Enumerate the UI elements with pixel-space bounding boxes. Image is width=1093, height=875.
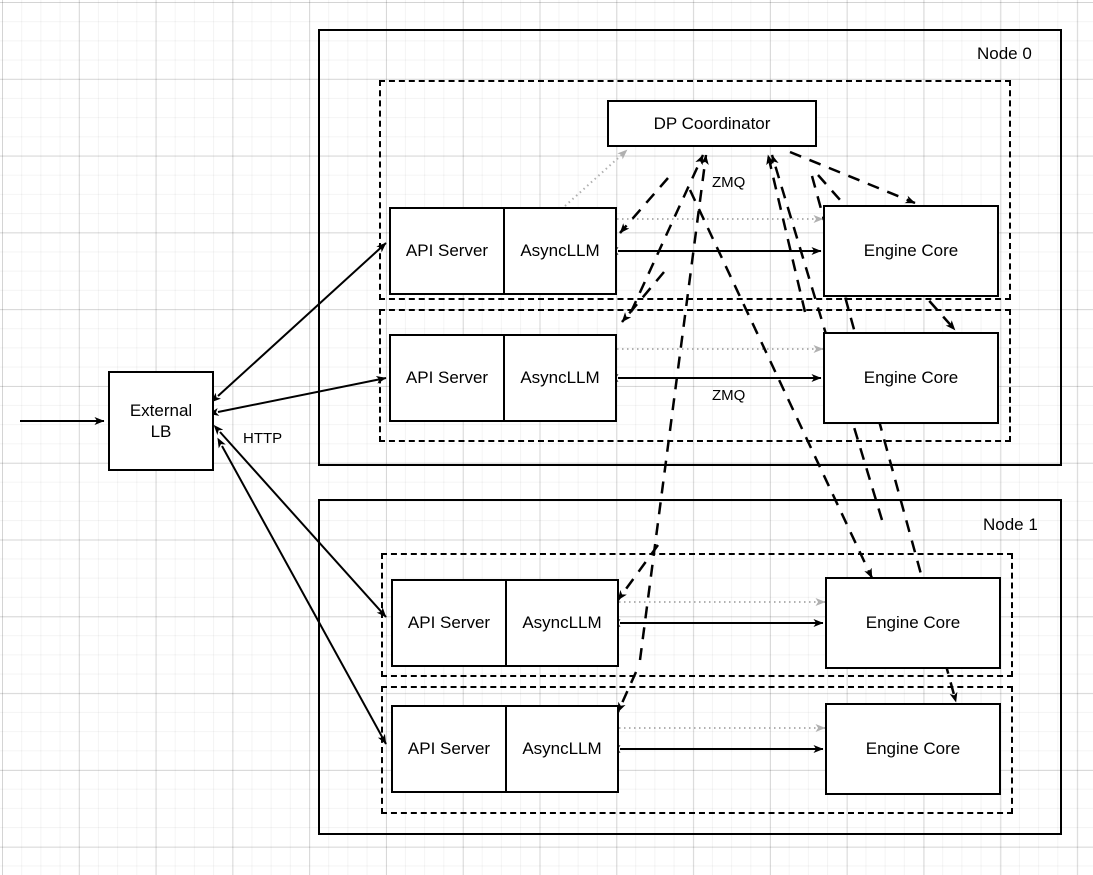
api-async-unit-1[interactable]: API Server AsyncLLM (389, 334, 617, 422)
engine-core-box-1[interactable]: Engine Core (823, 332, 999, 424)
engine-group-3 (381, 686, 1013, 814)
node-0-label: Node 0 (977, 44, 1032, 63)
engine-core-box-3[interactable]: Engine Core (825, 703, 1001, 795)
api-async-unit-3[interactable]: API Server AsyncLLM (391, 705, 619, 793)
api-async-unit-2[interactable]: API Server AsyncLLM (391, 579, 619, 667)
engine-core-label-0: Engine Core (863, 241, 959, 261)
async-llm-label-0: AsyncLLM (503, 209, 615, 293)
http-edge-label: HTTP (243, 430, 283, 447)
api-async-unit-0[interactable]: API Server AsyncLLM (389, 207, 617, 295)
api-server-label-2: API Server (407, 613, 491, 632)
dp-coordinator-box[interactable]: DP Coordinator (607, 100, 817, 147)
external-lb-box[interactable]: External LB (108, 371, 214, 471)
api-server-label-0: API Server (405, 241, 489, 260)
engine-core-label-2: Engine Core (865, 613, 961, 633)
api-server-label-3: API Server (407, 739, 491, 758)
node-0-container (318, 29, 1062, 466)
dp-coordinator-label: DP Coordinator (653, 113, 771, 133)
external-lb-label: External LB (129, 400, 193, 441)
engine-core-label-1: Engine Core (863, 368, 959, 388)
zmq-label-second: ZMQ (712, 387, 746, 404)
zmq-label-top: ZMQ (712, 174, 746, 191)
async-llm-label-3: AsyncLLM (505, 707, 617, 791)
engine-group-2 (381, 553, 1013, 677)
api-server-label-1: API Server (405, 368, 489, 387)
engine-core-box-2[interactable]: Engine Core (825, 577, 1001, 669)
engine-core-label-3: Engine Core (865, 739, 961, 759)
async-llm-label-1: AsyncLLM (503, 336, 615, 420)
engine-core-box-0[interactable]: Engine Core (823, 205, 999, 297)
node-1-label: Node 1 (983, 515, 1038, 534)
engine-group-0 (379, 80, 1011, 300)
engine-group-1 (379, 309, 1011, 442)
async-llm-label-2: AsyncLLM (505, 581, 617, 665)
node-1-container (318, 499, 1062, 835)
